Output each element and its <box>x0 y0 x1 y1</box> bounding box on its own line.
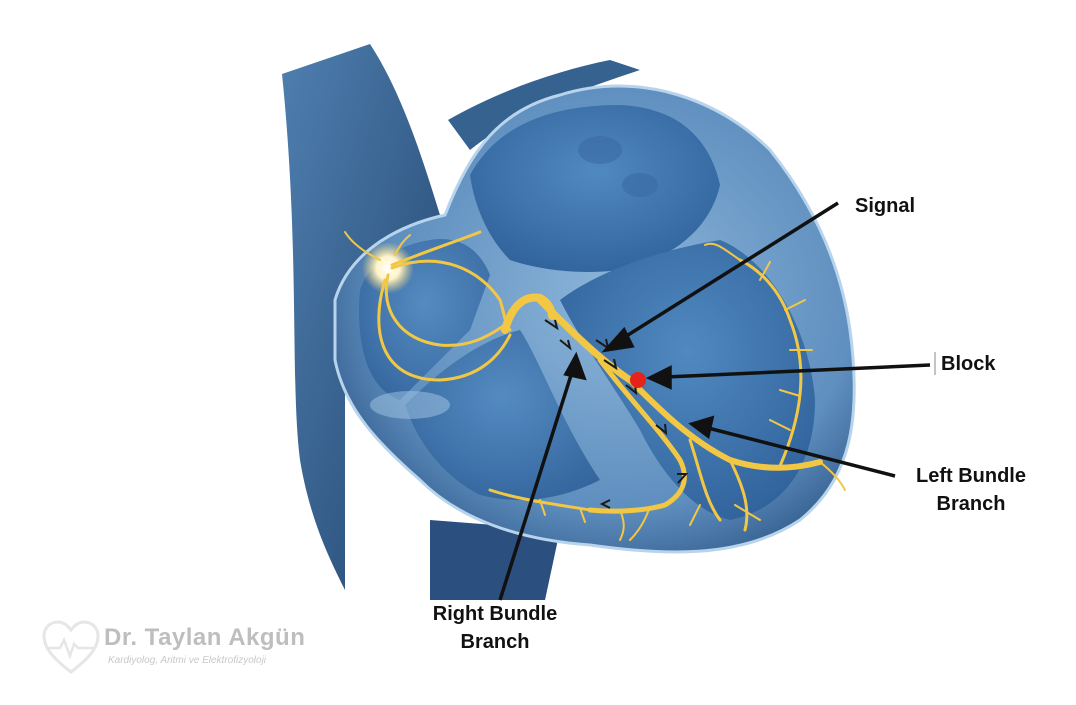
block-dot <box>630 372 646 388</box>
left-bundle-line2: Branch <box>895 490 1047 518</box>
left-bundle-branch-label: Left Bundle Branch <box>895 462 1047 518</box>
right-bundle-line2: Branch <box>410 628 580 656</box>
sa-node-glow <box>362 242 414 294</box>
watermark-subtitle: Kardiyolog, Aritmi ve Elektrofizyoloji <box>108 655 266 666</box>
heart-pulse-icon <box>40 618 102 678</box>
right-bundle-line1: Right Bundle <box>410 600 580 628</box>
left-bundle-line1: Left Bundle <box>895 462 1047 490</box>
block-label: Block <box>941 350 995 378</box>
watermark-name: Dr. Taylan Akgün <box>104 624 305 652</box>
right-bundle-branch-label: Right Bundle Branch <box>410 600 580 656</box>
signal-label: Signal <box>855 192 915 220</box>
